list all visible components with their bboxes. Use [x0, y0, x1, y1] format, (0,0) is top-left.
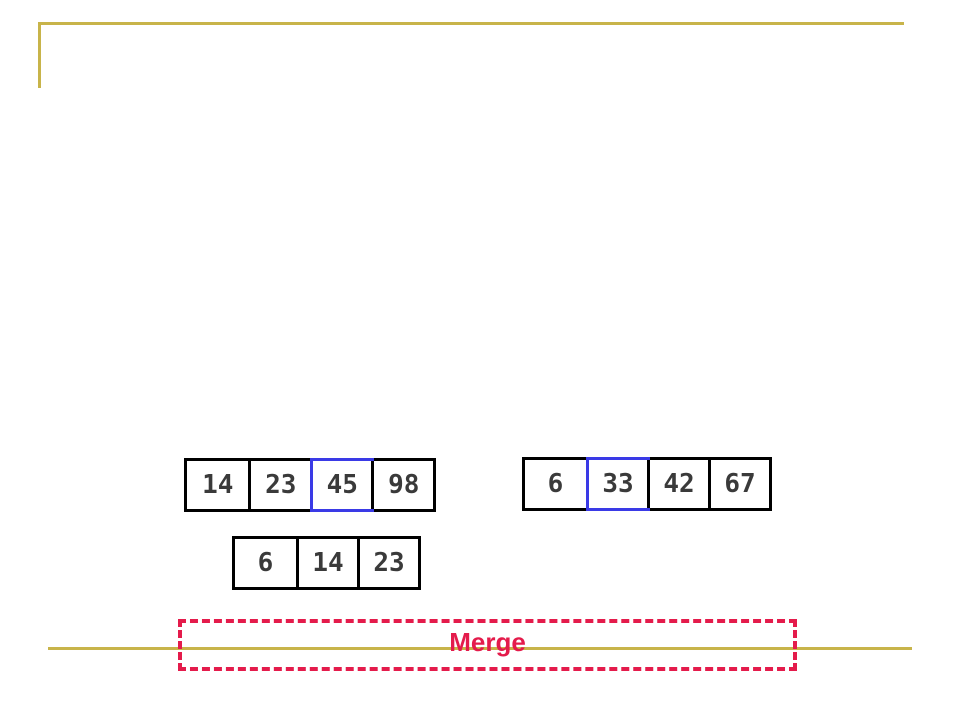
merged-cell-0: 6	[257, 548, 274, 578]
merge-label: Merge	[449, 627, 526, 657]
left-cell-0: 14	[202, 470, 234, 500]
right-cell-2: 42	[646, 460, 708, 508]
right-cell-0: 6	[547, 469, 564, 499]
merged-array: 6 14 23	[232, 536, 421, 590]
merge-callout: Merge	[178, 619, 797, 671]
merged-cell-2: 23	[356, 539, 418, 587]
right-cell-3: 67	[708, 460, 769, 508]
top-rule	[40, 22, 904, 25]
right-subarray: 6 33 42 67	[522, 457, 772, 511]
left-subarray: 14 23 45 98	[184, 458, 436, 512]
left-rule	[38, 22, 41, 88]
merged-cell-1: 14	[295, 539, 357, 587]
left-cell-3: 98	[371, 461, 433, 509]
left-cell-2-current: 45	[309, 458, 374, 512]
right-cell-1-current: 33	[585, 457, 651, 511]
left-cell-1: 23	[248, 461, 310, 509]
bottom-rule	[48, 647, 912, 650]
